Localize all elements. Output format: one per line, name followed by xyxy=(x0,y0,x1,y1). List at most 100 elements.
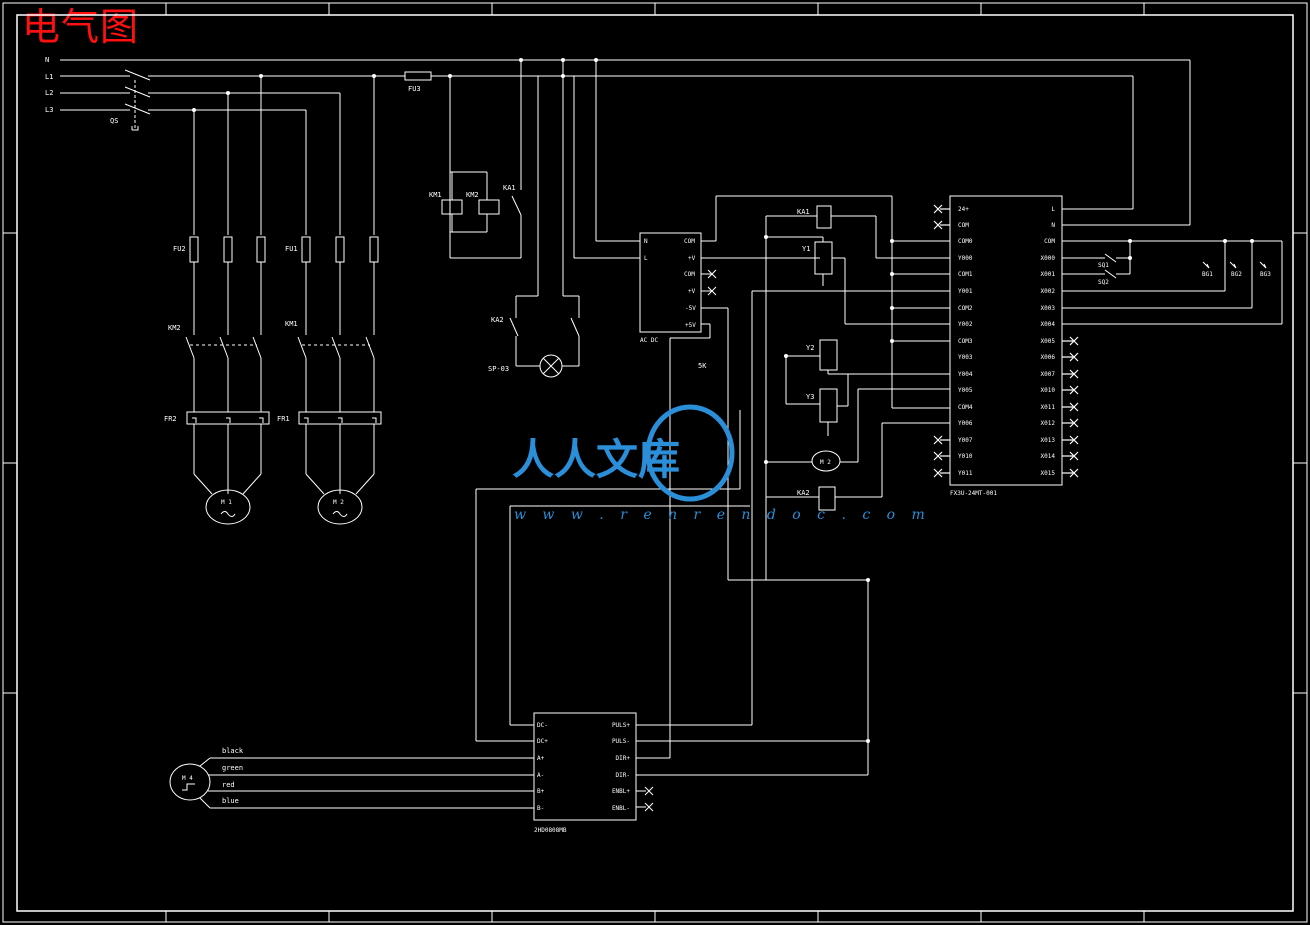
plc-unused-x-marks xyxy=(933,204,1079,478)
psu-pin-com1: COM xyxy=(684,238,695,245)
plc-pin-right: X001 xyxy=(1041,271,1056,278)
bg1-label: BG1 xyxy=(1202,271,1213,278)
driver-pin-right: DIR+ xyxy=(616,755,631,762)
fu3-label: FU3 xyxy=(408,85,421,93)
plc-pin-right: COM xyxy=(1044,238,1055,245)
plc-pin-left: Y002 xyxy=(958,321,973,328)
fr2-label: FR2 xyxy=(164,415,177,423)
driver-pin-right: PULS- xyxy=(612,738,630,745)
ka1-coil-label: KA1 xyxy=(797,208,810,216)
km2-coil-label: KM2 xyxy=(466,191,479,199)
wire-black-label: black xyxy=(222,747,244,755)
driver-pin-left: A+ xyxy=(537,755,545,762)
y2-label: Y2 xyxy=(806,344,814,352)
m3-label: M 2 xyxy=(820,459,831,466)
plc-pin-right: X007 xyxy=(1041,371,1056,378)
plc-pin-left: COM3 xyxy=(958,338,973,345)
ka2-contact-label: KA2 xyxy=(491,316,504,324)
driver-pin-right: ENBL- xyxy=(612,805,630,812)
plc-name: FX3U-24MT-001 xyxy=(950,490,997,497)
fr1-label: FR1 xyxy=(277,415,290,423)
plc-pin-left: 24+ xyxy=(958,206,969,213)
sq2-label: SQ2 xyxy=(1098,279,1109,286)
psu-pin-v2: +V xyxy=(688,288,696,295)
plc-pin-left: Y003 xyxy=(958,354,973,361)
plc-pin-right: X005 xyxy=(1041,338,1056,345)
stepper-driver xyxy=(475,410,869,821)
y3-label: Y3 xyxy=(806,393,814,401)
wire-blue-label: blue xyxy=(222,797,239,805)
plc-pin-left: COM2 xyxy=(958,305,973,312)
psu-pin-v1: +V xyxy=(688,255,696,262)
driver-pin-labels: DC- DC+ A+ A- B+ B- PULS+ PULS- DIR+ DIR… xyxy=(534,722,630,834)
plc-pin-right: X000 xyxy=(1041,255,1056,262)
watermark-url: w w w . r e n r e n d o c . c o m xyxy=(514,507,931,523)
plc-box xyxy=(949,195,1283,486)
plc-pin-right: X003 xyxy=(1041,305,1056,312)
plc-pin-right: N xyxy=(1051,222,1055,229)
plc-pin-right: X006 xyxy=(1041,354,1056,361)
plc-pin-right: X004 xyxy=(1041,321,1056,328)
fu2-label: FU2 xyxy=(173,245,186,253)
driver-pin-right: DIR- xyxy=(616,772,630,779)
plc-pin-right: X015 xyxy=(1041,470,1056,477)
psu-name: AC DC xyxy=(640,337,658,344)
driver-pin-right: PULS+ xyxy=(612,722,630,729)
driver-name: 2HD0808MB xyxy=(534,827,567,834)
plc-pin-left: Y005 xyxy=(958,387,973,394)
m2-label: M 2 xyxy=(333,499,344,506)
ka1-contact-label: KA1 xyxy=(503,184,516,192)
motor-circuit-1 xyxy=(185,76,270,525)
qs-label: QS xyxy=(110,117,118,125)
plc-pin-left: Y004 xyxy=(958,371,973,378)
plc-pin-left: Y006 xyxy=(958,420,973,427)
line-l2-label: L2 xyxy=(45,89,53,97)
y1-label: Y1 xyxy=(802,245,810,253)
plc-pin-left: COM0 xyxy=(958,238,973,245)
plc-pin-right: X010 xyxy=(1041,387,1056,394)
motor-circuit-2 xyxy=(297,76,382,525)
driver-pin-right: ENBL+ xyxy=(612,788,630,795)
plc-pin-right: X011 xyxy=(1041,404,1056,411)
m1-label: M 1 xyxy=(221,499,232,506)
km2-contact-label: KM2 xyxy=(168,324,181,332)
driver-pin-left: A- xyxy=(537,772,544,779)
plc-pin-left: Y000 xyxy=(958,255,973,262)
bg3-label: BG3 xyxy=(1260,271,1271,278)
m4-label: M 4 xyxy=(182,775,193,782)
res5k-label: 5K xyxy=(698,362,707,370)
drawing-title: 电气图 xyxy=(22,5,140,49)
plc-pin-left: Y011 xyxy=(958,470,973,477)
ka2-coil-label: KA2 xyxy=(797,489,810,497)
plc-pin-left: COM xyxy=(958,222,969,229)
plc-pin-right: X013 xyxy=(1041,437,1056,444)
psu-pin-pos5v: +5V xyxy=(685,322,696,329)
plc-pin-left: COM4 xyxy=(958,404,973,411)
bg2-label: BG2 xyxy=(1231,271,1242,278)
driver-pin-left: DC- xyxy=(537,722,548,729)
driver-pin-left: B- xyxy=(537,805,544,812)
stepper-motor xyxy=(169,757,534,809)
plc-pin-right: X002 xyxy=(1041,288,1056,295)
watermark: 人人文库 w w w . r e n r e n d o c . c o m xyxy=(512,404,931,523)
power-lines xyxy=(60,59,1191,225)
fu1-label: FU1 xyxy=(285,245,298,253)
plc-pin-right: X014 xyxy=(1041,453,1056,460)
wire-green-label: green xyxy=(222,764,243,772)
sq1-label: SQ1 xyxy=(1098,262,1109,269)
coil-block xyxy=(441,60,522,259)
plc-right-pin-labels: L N COM X000 X001 X002 X003 X004 X005 X0… xyxy=(1041,206,1056,477)
lamp-label: SP-03 xyxy=(488,365,509,373)
km1-coil-label: KM1 xyxy=(429,191,442,199)
plc-pin-left: Y007 xyxy=(958,437,973,444)
watermark-text: 人人文库 xyxy=(512,435,680,484)
line-n-label: N xyxy=(45,56,49,64)
plc-pin-left: Y010 xyxy=(958,453,973,460)
fu3-fuse xyxy=(404,71,432,81)
driver-pin-left: B+ xyxy=(537,788,545,795)
relay-outputs xyxy=(751,196,950,725)
km1-contact-label: KM1 xyxy=(285,320,298,328)
driver-pin-left: DC+ xyxy=(537,738,548,745)
plc-left-pin-labels: 24+ COM COM0 Y000 COM1 Y001 COM2 Y002 CO… xyxy=(958,206,973,477)
